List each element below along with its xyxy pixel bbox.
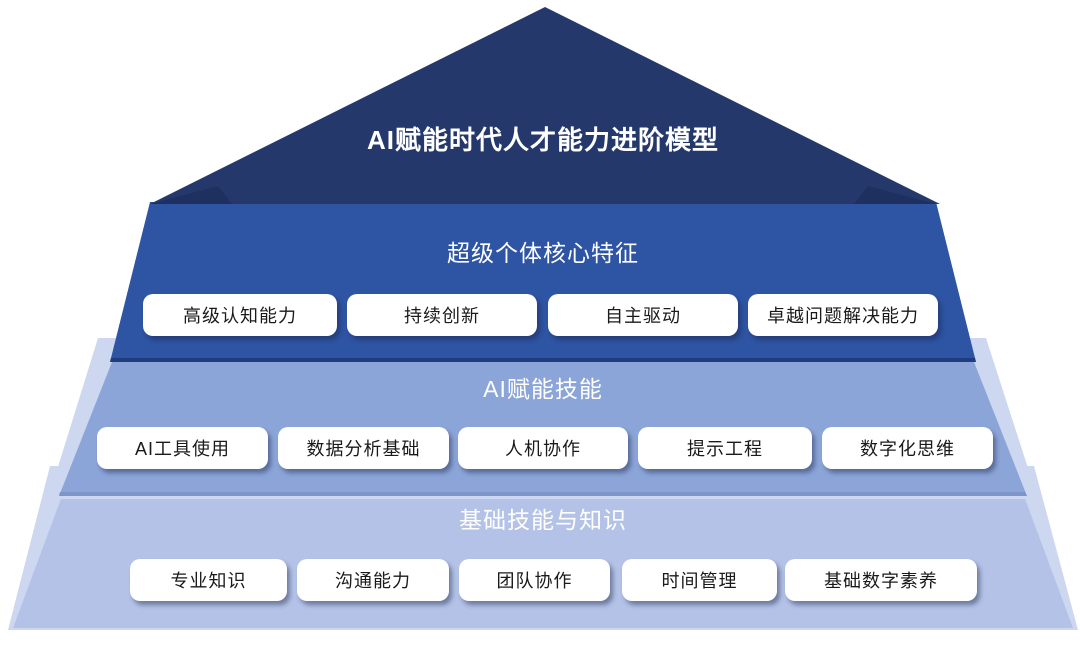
pill-ai-tool-usage: AI工具使用 [97, 427, 268, 469]
pill-data-analysis-basics: 数据分析基础 [278, 427, 449, 469]
tier1-left-fold [150, 186, 232, 204]
tier2-heading: 超级个体核心特征 [447, 240, 639, 266]
pill-time-management: 时间管理 [622, 559, 777, 601]
pill-digital-thinking: 数字化思维 [822, 427, 993, 469]
tier2-bottom-edge [110, 358, 976, 362]
pill-prompt-engineering: 提示工程 [638, 427, 812, 469]
pill-self-driven: 自主驱动 [548, 294, 738, 336]
tier4-heading: 基础技能与知识 [459, 507, 627, 533]
pill-professional-knowledge: 专业知识 [130, 559, 287, 601]
pill-advanced-cognitive-ability: 高级认知能力 [143, 294, 337, 336]
pill-superior-problem-solving: 卓越问题解决能力 [748, 294, 938, 336]
pill-basic-digital-literacy: 基础数字素养 [785, 559, 977, 601]
tier3-heading: AI赋能技能 [483, 376, 603, 402]
tier1-right-fold [854, 186, 936, 204]
pill-communication-skills: 沟通能力 [297, 559, 449, 601]
pyramid-title: AI赋能时代人才能力进阶模型 [366, 125, 719, 155]
tier3-bottom-edge [59, 492, 1027, 496]
pill-continuous-innovation: 持续创新 [347, 294, 537, 336]
pill-teamwork: 团队协作 [459, 559, 610, 601]
tier1-apex-triangle [150, 7, 940, 204]
pill-human-machine-collaboration: 人机协作 [458, 427, 628, 469]
